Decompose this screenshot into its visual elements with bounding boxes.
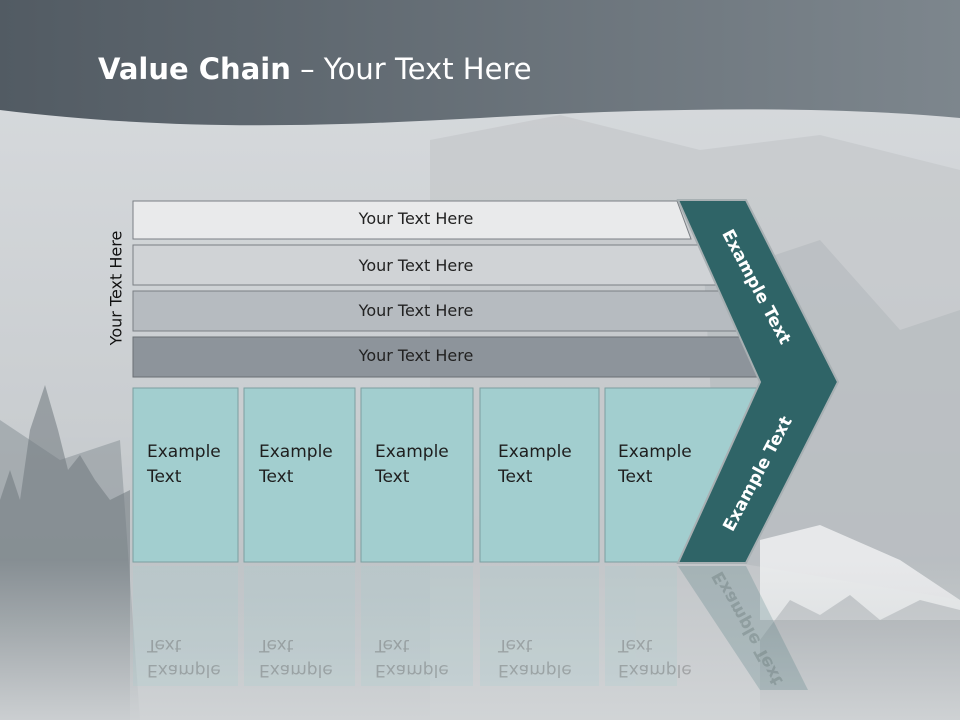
column-reflection-4-line1: Example (498, 660, 572, 680)
slide-title: Value Chain – Your Text Here (98, 52, 532, 87)
column-shape-4 (479, 387, 600, 563)
column-reflection-5-line1: Example (618, 660, 692, 680)
chevron-shape (676, 199, 840, 564)
column-reflection-3: Example Text (375, 632, 449, 682)
column-text-5: Example Text (618, 440, 692, 490)
column-text-4: Example Text (498, 440, 572, 490)
bar-label-4: Your Text Here (358, 346, 474, 365)
column-reflection-1-line2: Text (147, 635, 182, 655)
column-text-1-line1: Example (147, 442, 221, 462)
column-reflection-1: Example Text (147, 632, 221, 682)
column-text-3: Example Text (375, 440, 449, 490)
bar-shape-1 (132, 200, 692, 240)
bar-label-1: Your Text Here (358, 209, 474, 228)
column-reflection-4: Example Text (498, 632, 572, 682)
column-text-4-line1: Example (498, 442, 572, 462)
column-reflection-2-line1: Example (259, 660, 333, 680)
column-reflection-5-line2: Text (618, 635, 653, 655)
column-text-3-line2: Text (375, 467, 410, 487)
bar-label-3: Your Text Here (358, 301, 474, 320)
side-label: Your Text Here (106, 230, 126, 346)
column-text-4-line2: Text (498, 467, 533, 487)
column-text-2: Example Text (259, 440, 333, 490)
column-shape-1 (132, 387, 239, 563)
column-reflection-3-line1: Example (375, 660, 449, 680)
title-bold: Value Chain (98, 52, 291, 86)
column-text-2-line1: Example (259, 442, 333, 462)
title-rest: – Your Text Here (290, 52, 532, 86)
column-shape-2 (243, 387, 356, 563)
column-reflection-2-line2: Text (259, 635, 294, 655)
column-reflection-1-line1: Example (147, 660, 221, 680)
column-reflection-2: Example Text (259, 632, 333, 682)
column-text-2-line2: Text (259, 467, 294, 487)
bar-label-2: Your Text Here (358, 256, 474, 275)
column-text-5-line1: Example (618, 442, 692, 462)
column-reflection-3-line2: Text (375, 635, 410, 655)
column-text-1: Example Text (147, 440, 221, 490)
column-text-5-line2: Text (618, 467, 653, 487)
column-reflection-4-line2: Text (498, 635, 533, 655)
column-reflection-5: Example Text (618, 632, 692, 682)
column-text-1-line2: Text (147, 467, 182, 487)
column-text-3-line1: Example (375, 442, 449, 462)
column-shape-3 (360, 387, 474, 563)
